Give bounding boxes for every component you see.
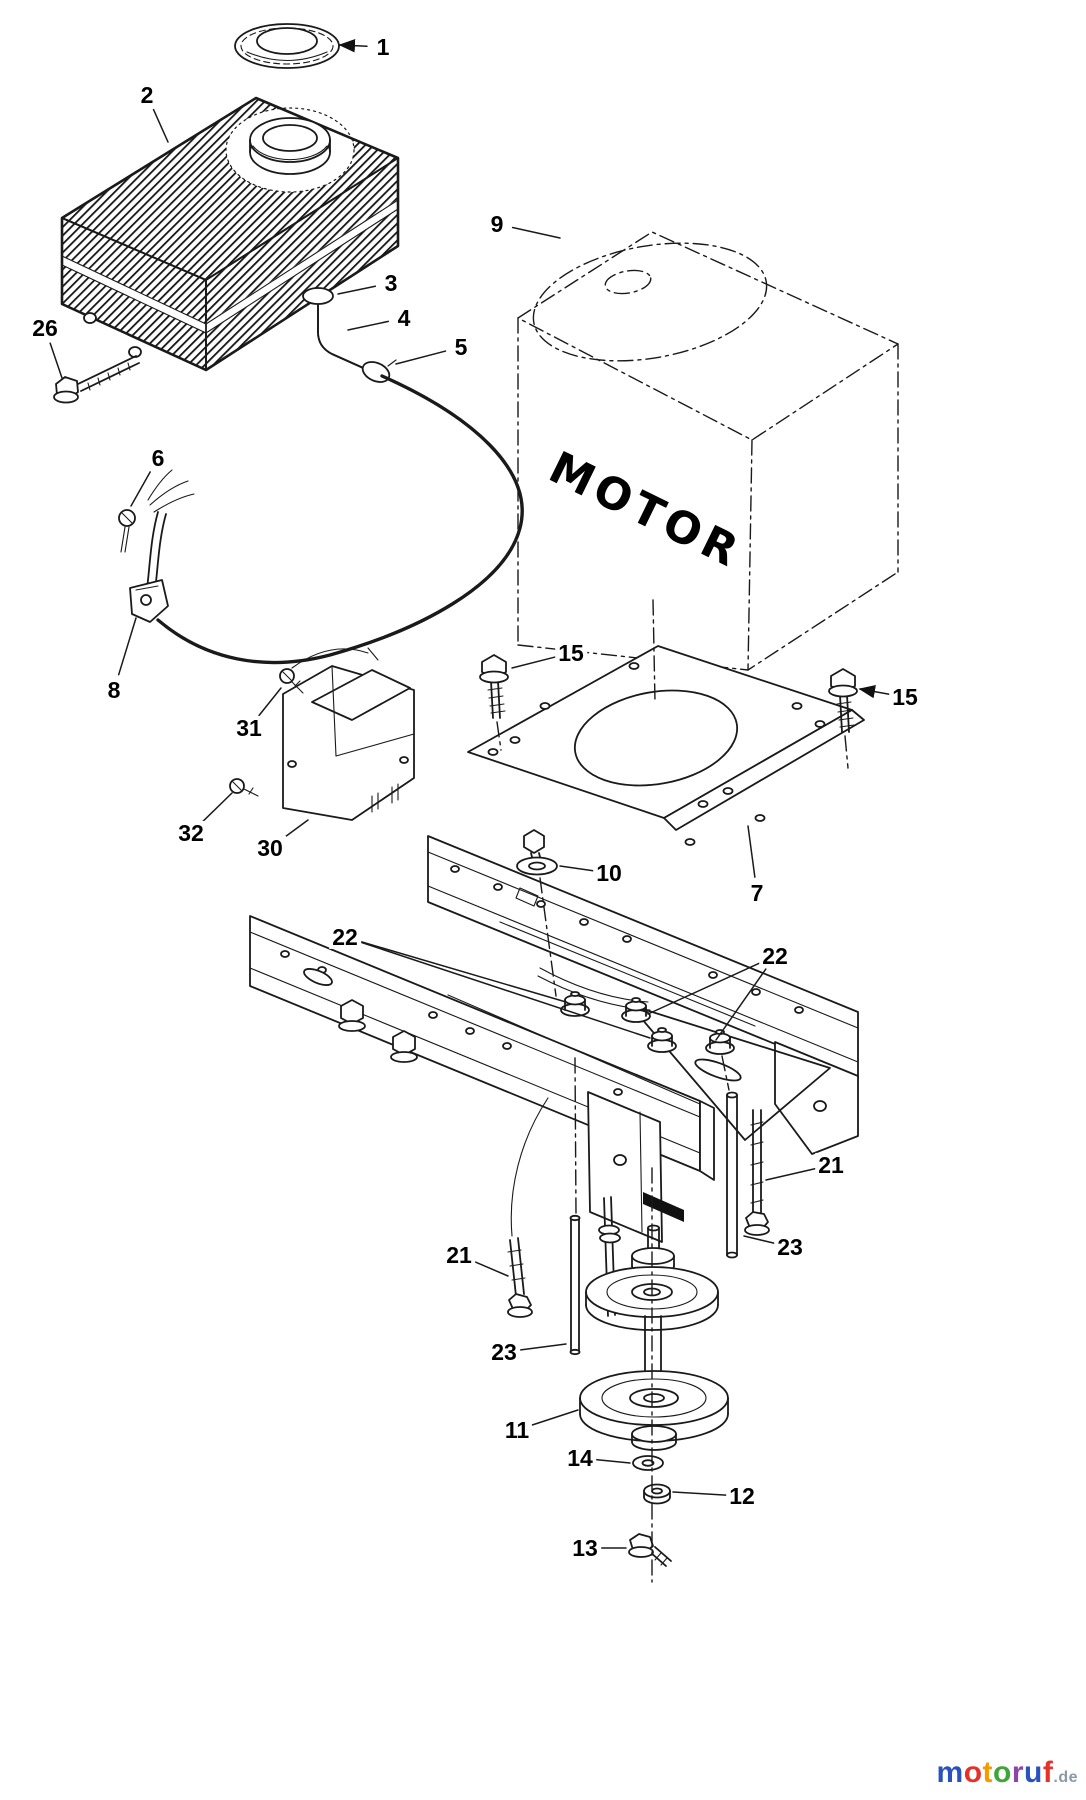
part-callout-8: 8 xyxy=(104,678,124,702)
bolt-21-right xyxy=(744,1109,770,1236)
part-callout-7: 7 xyxy=(747,881,767,905)
washer-14 xyxy=(632,1455,664,1471)
centerlines xyxy=(496,599,849,1583)
part-callout-12: 12 xyxy=(726,1484,758,1508)
washer-12 xyxy=(643,1483,671,1505)
brand-suffix: .de xyxy=(1053,1769,1078,1786)
fuel-tank xyxy=(58,96,402,372)
screw-31 xyxy=(279,647,379,694)
screw-32 xyxy=(229,778,259,797)
part-callout-11: 11 xyxy=(501,1418,533,1442)
part-callout-26: 26 xyxy=(29,316,61,340)
throttle-cable xyxy=(156,374,524,665)
frame-rear-rail xyxy=(427,835,859,1155)
part-callout-15: 15 xyxy=(555,641,587,665)
brand-letter: t xyxy=(982,1756,994,1789)
brand-name: motoruf xyxy=(937,1756,1054,1790)
bolt-10 xyxy=(516,829,558,876)
fuel-hose-elbow xyxy=(302,284,397,383)
brand-letter: m xyxy=(936,1756,964,1789)
pulley-stack xyxy=(579,1224,729,1451)
part-callout-10: 10 xyxy=(593,861,625,885)
part-callout-4: 4 xyxy=(394,306,414,330)
throttle-control xyxy=(118,374,524,665)
part-callout-3: 3 xyxy=(381,271,401,295)
brand-letter: r xyxy=(1011,1756,1025,1789)
part-callout-1: 1 xyxy=(373,35,393,59)
part-callout-31: 31 xyxy=(233,716,265,740)
spacer-23-left xyxy=(569,1214,581,1356)
part-callout-6: 6 xyxy=(148,446,168,470)
brand-watermark: motoruf.de xyxy=(937,1756,1078,1790)
control-cover xyxy=(282,665,415,821)
bolt-26 xyxy=(53,355,140,404)
bolt-15-right xyxy=(828,668,858,733)
bolt-15-left xyxy=(479,654,509,719)
part-callout-13: 13 xyxy=(569,1536,601,1560)
bolt-13 xyxy=(628,1533,672,1567)
flange-nuts-22 xyxy=(560,991,735,1055)
leader-lines xyxy=(49,38,890,1549)
brand-letter: o xyxy=(993,1756,1012,1789)
motor-label: MOTOR xyxy=(541,442,750,579)
part-callout-21: 21 xyxy=(443,1243,475,1267)
part-callout-2: 2 xyxy=(137,83,157,107)
part-callout-23: 23 xyxy=(774,1235,806,1259)
part-callout-30: 30 xyxy=(254,836,286,860)
part-callout-15: 15 xyxy=(889,685,921,709)
spacer-23-right xyxy=(726,1091,738,1259)
motor-mounting-plate xyxy=(467,645,865,846)
bolt-21-left xyxy=(507,1097,549,1318)
part-callout-32: 32 xyxy=(175,821,207,845)
part-callout-22: 22 xyxy=(759,944,791,968)
part-callout-14: 14 xyxy=(564,1446,596,1470)
motor-box: MOTOR xyxy=(517,231,899,671)
part-callout-9: 9 xyxy=(487,212,507,236)
fuel-cap xyxy=(234,23,340,69)
part-callout-5: 5 xyxy=(451,335,471,359)
part-callout-22: 22 xyxy=(329,925,361,949)
part-callout-21: 21 xyxy=(815,1153,847,1177)
brand-letter: u xyxy=(1024,1756,1043,1789)
brand-letter: f xyxy=(1042,1756,1054,1789)
brand-letter: o xyxy=(963,1756,983,1789)
part-callout-23: 23 xyxy=(488,1340,520,1364)
